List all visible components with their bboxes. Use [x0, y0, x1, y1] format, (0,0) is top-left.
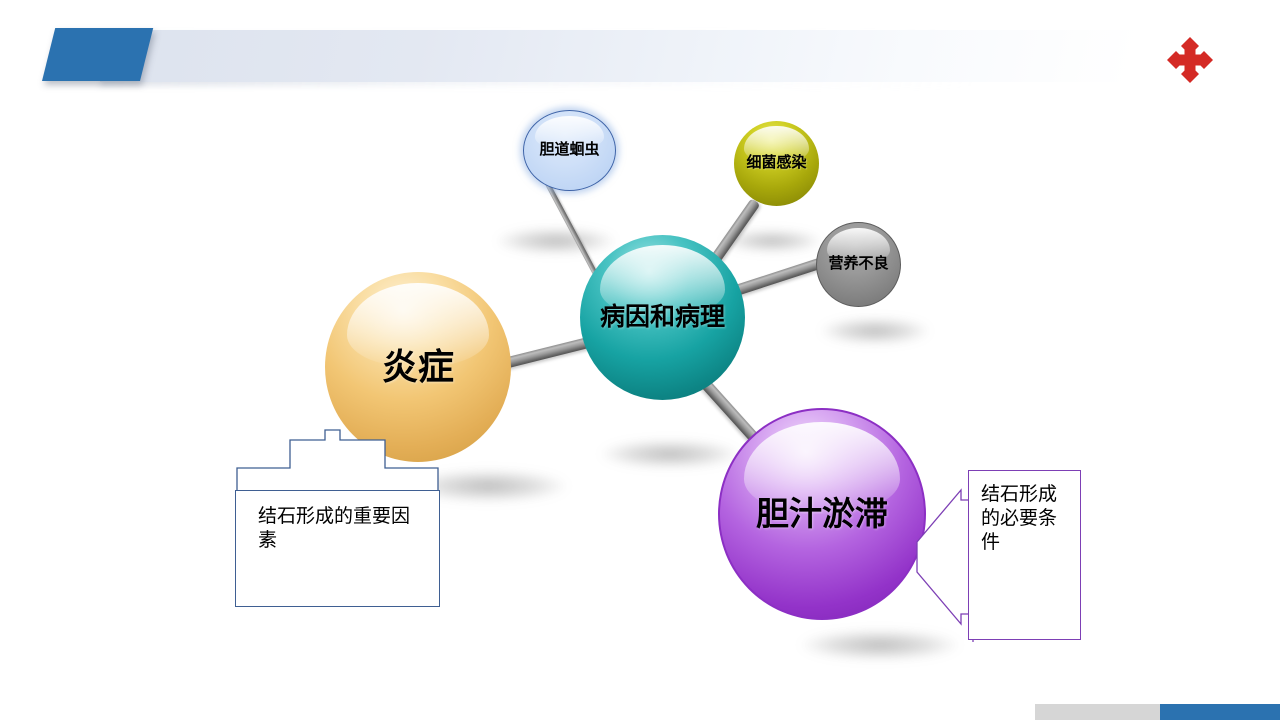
callout-right[interactable]: 结石形成的必要条件 [968, 470, 1081, 640]
node-inflammation[interactable]: 炎症 [325, 272, 511, 462]
shadow-malnutrition [820, 318, 930, 344]
node-bacteria-label: 细菌感染 [746, 154, 807, 172]
node-bile-stasis[interactable]: 胆汁淤滞 [718, 408, 926, 620]
footer-bar-gray [1035, 704, 1160, 720]
hospital-cross-logo-icon [1164, 34, 1216, 86]
node-center-etiology[interactable]: 病因和病理 [580, 235, 745, 400]
shadow-stasis [800, 630, 960, 660]
node-stasis-label: 胆汁淤滞 [756, 494, 888, 532]
node-inflammation-label: 炎症 [381, 346, 454, 388]
shadow-center [600, 440, 740, 468]
header-accent-tab [42, 28, 154, 81]
callout-right-text: 结石形成的必要条件 [981, 484, 1058, 553]
callout-left-text: 结石形成的重要因素 [258, 506, 411, 551]
node-malnutrition-label: 营养不良 [828, 255, 889, 273]
node-ascaris-label: 胆道蛔虫 [539, 141, 600, 159]
node-ascaris[interactable]: 胆道蛔虫 [523, 110, 616, 191]
node-center-label: 病因和病理 [599, 302, 725, 331]
footer-bar-blue [1160, 704, 1280, 720]
shadow-ascaris [496, 228, 616, 254]
node-bacteria[interactable]: 细菌感染 [734, 121, 819, 206]
shadow-bacteria [722, 230, 822, 252]
callout-left[interactable]: 结石形成的重要因素 [235, 490, 440, 607]
page-title [160, 40, 860, 72]
node-malnutrition[interactable]: 营养不良 [816, 222, 901, 307]
